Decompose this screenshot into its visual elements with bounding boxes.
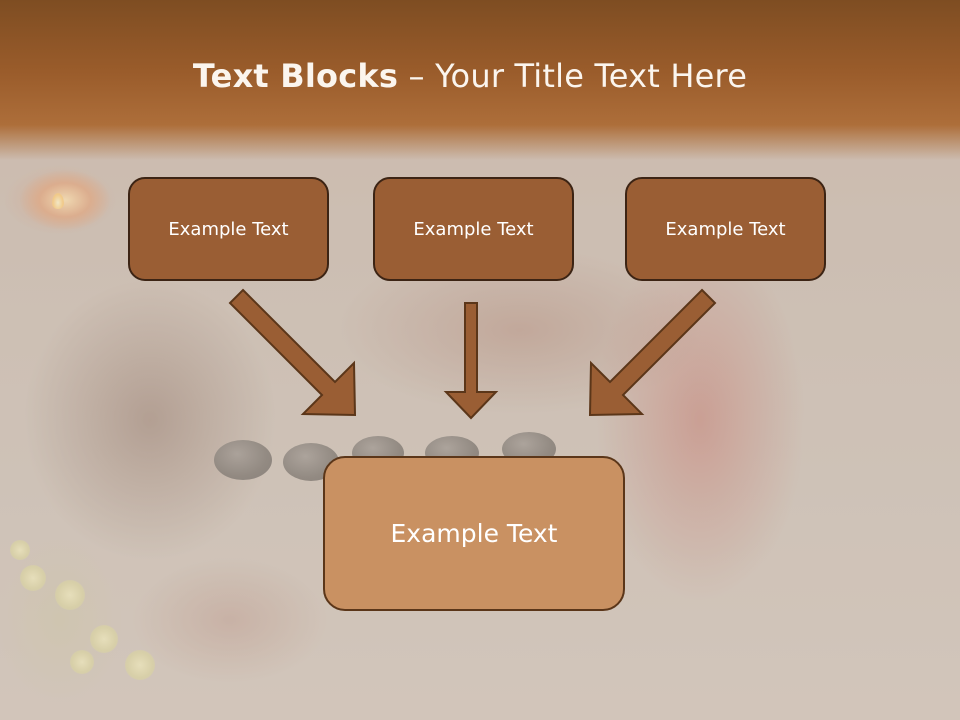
title-band (0, 0, 960, 160)
title-separator: – (398, 57, 436, 95)
title-bold: Text Blocks (192, 57, 399, 95)
text-block-1-label: Example Text (168, 218, 289, 240)
arrow-down (443, 302, 499, 420)
text-block-result-label: Example Text (390, 519, 558, 548)
text-block-2[interactable]: Example Text (373, 177, 574, 281)
flower (90, 625, 118, 653)
title-rest: Your Title Text Here (435, 57, 748, 95)
flower (125, 650, 155, 680)
text-block-1[interactable]: Example Text (128, 177, 329, 281)
text-block-result[interactable]: Example Text (323, 456, 625, 611)
flower (20, 565, 46, 591)
slide-title[interactable]: Text Blocks – Your Title Text Here (0, 56, 940, 96)
flower (70, 650, 94, 674)
text-block-3-label: Example Text (665, 218, 786, 240)
candle-flame-icon (52, 193, 64, 209)
arrow-down-left (588, 288, 717, 417)
flower (55, 580, 85, 610)
arrow-down-right (228, 288, 357, 417)
flower (10, 540, 30, 560)
massage-stone (214, 440, 272, 480)
candle-glow (20, 170, 110, 230)
text-block-3[interactable]: Example Text (625, 177, 826, 281)
text-block-2-label: Example Text (413, 218, 534, 240)
